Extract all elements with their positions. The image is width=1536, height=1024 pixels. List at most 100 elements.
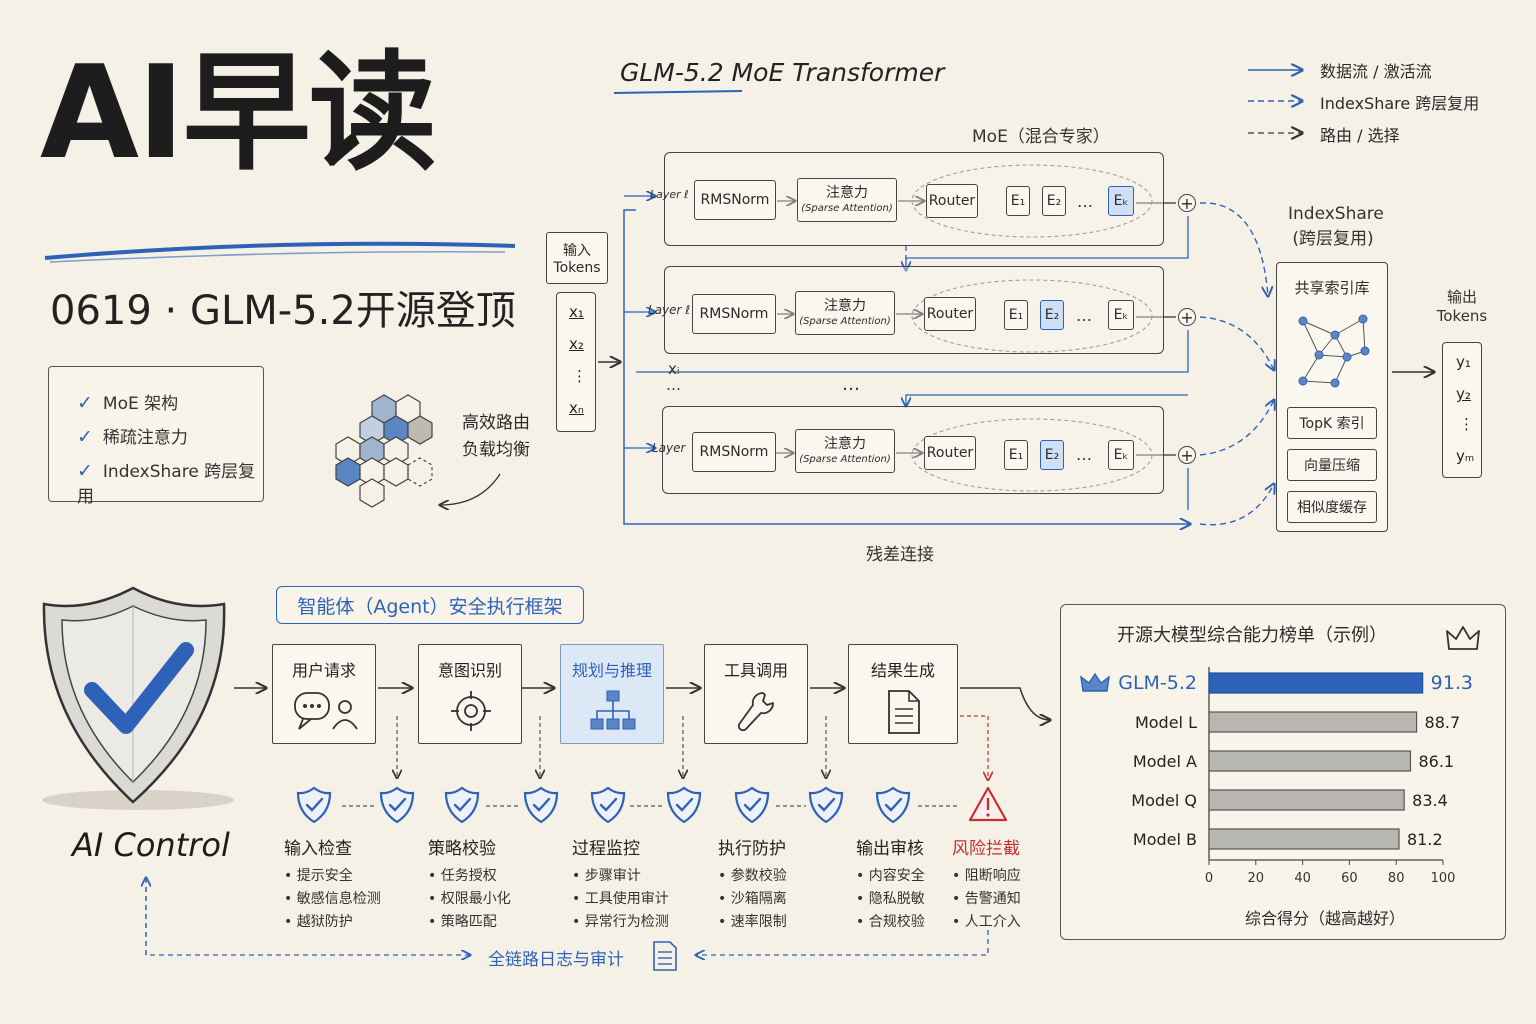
rmsnorm-box: RMSNorm (692, 432, 776, 472)
attention-box: 注意力(Sparse Attention) (795, 429, 895, 473)
chart-bar (1208, 672, 1424, 694)
legend-routing: 路由 / 选择 (1320, 126, 1400, 145)
chart-x-tick-label: 80 (1388, 871, 1405, 886)
check-title: 策略校验 (428, 839, 496, 859)
layer-tag: Layer ℓ (648, 303, 691, 317)
index-item: 相似度缓存 (1287, 491, 1377, 523)
expert-box: E₁ (1006, 186, 1030, 216)
check-icon: ✓ (77, 426, 93, 448)
add-node-icon: + (1178, 194, 1196, 213)
check-item: 提示安全 (296, 868, 353, 884)
security-check-input: 输入检查 • 提示安全 • 敏感信息检测 • 越狱防护 (284, 834, 424, 934)
flow-step-label: 工具调用 (723, 661, 788, 680)
check-item: 工具使用审计 (584, 891, 669, 907)
check-item: 步骤审计 (584, 868, 641, 884)
rmsnorm-box: RMSNorm (692, 294, 776, 334)
chart-bar (1208, 750, 1412, 772)
chat-user-icon (294, 692, 358, 730)
expert-box: E₂ (1042, 186, 1066, 216)
security-check-execution: 执行防护 • 参数校验 • 沙箱隔离 • 速率限制 (718, 834, 858, 934)
chart-bar (1208, 711, 1418, 733)
chart-category-label: Model Q (1131, 791, 1197, 810)
mid-token: xᵢ (668, 360, 680, 378)
check-title: 风险拦截 (952, 839, 1020, 859)
expert-box: E₁ (1004, 300, 1028, 330)
subtitle: 0619 · GLM-5.2开源登顶 (50, 288, 516, 334)
check-item: 敏感信息检测 (296, 891, 381, 907)
agent-framework-title: 智能体（Agent）安全执行框架 (276, 586, 584, 624)
check-item: 阻断响应 (964, 868, 1021, 884)
check-items: • 提示安全 • 敏感信息检测 • 越狱防护 (284, 868, 381, 930)
input-token-column: x₁ x₂ ⋮ xₙ (556, 292, 596, 432)
indexshare-title: IndexShare (跨层复用) (1288, 204, 1384, 249)
output-token: y₂ (1456, 385, 1471, 403)
check-title: 执行防护 (718, 839, 786, 859)
flow-step-label: 用户请求 (291, 661, 356, 680)
architecture-title: GLM-5.2 MoE Transformer (620, 58, 945, 87)
flow-step-intent: 意图识别 (418, 644, 522, 744)
security-check-risk: 风险拦截 • 阻断响应 • 告警通知 • 人工介入 (952, 834, 1052, 934)
audit-label: 全链路日志与审计 (488, 950, 624, 970)
flow-step-label: 意图识别 (437, 661, 502, 680)
moe-label: MoE（混合专家） (972, 127, 1110, 147)
expert-box: Eₖ (1108, 440, 1134, 470)
index-graph-icon (1298, 314, 1370, 388)
attention-box: 注意力(Sparse Attention) (795, 291, 895, 335)
attention-sublabel: (Sparse Attention) (799, 315, 891, 327)
flow-step-label: 规划与推理 (571, 661, 652, 680)
add-node-icon: + (1178, 446, 1196, 465)
expert-ellipsis: … (1076, 445, 1092, 464)
index-item: TopK 索引 (1287, 407, 1377, 439)
chart-x-tick-label: 60 (1341, 871, 1358, 886)
check-title: 输入检查 (284, 839, 352, 859)
check-items: • 阻断响应 • 告警通知 • 人工介入 (952, 868, 1021, 930)
hex-note-line: 负载均衡 (462, 440, 530, 460)
attention-sublabel: (Sparse Attention) (799, 453, 891, 465)
expert-ellipsis: … (1077, 192, 1093, 211)
security-check-policy: 策略校验 • 任务授权 • 权限最小化 • 策略匹配 (428, 834, 568, 934)
router-box: Router (924, 436, 976, 470)
residual-label: 残差连接 (866, 545, 934, 565)
chart-value-label: 86.1 (1418, 752, 1454, 771)
output-token-column: y₁ y₂ ⋮ yₘ (1442, 342, 1482, 478)
add-node-icon: + (1178, 308, 1196, 327)
expert-box-active: Eₖ (1108, 186, 1134, 216)
chart-bar (1208, 828, 1400, 850)
input-token: ⋮ (572, 367, 587, 385)
flow-step-result: 结果生成 (848, 644, 958, 744)
index-item: 向量压缩 (1287, 449, 1377, 481)
flow-step-tool-call: 工具调用 (704, 644, 808, 744)
check-item: 速率限制 (730, 914, 787, 930)
security-check-process: 过程监控 • 步骤审计 • 工具使用审计 • 异常行为检测 (572, 834, 712, 934)
checklist-item: ✓稀疏注意力 (77, 423, 188, 448)
checklist-label: MoE 架构 (102, 394, 179, 414)
output-tokens-label: 输出 Tokens (1436, 286, 1488, 325)
security-check-output: 输出审核 • 内容安全 • 隐私脱敏 • 合规校验 (856, 834, 996, 934)
crown-icon (1446, 626, 1480, 650)
checklist-label: IndexShare 跨层复用 (77, 462, 256, 507)
expert-box-active: E₂ (1040, 440, 1064, 470)
check-item: 越狱防护 (296, 914, 353, 930)
indexshare-title-line: IndexShare (1288, 204, 1384, 224)
flow-step-planning: 规划与推理 (560, 644, 664, 744)
check-items: • 参数校验 • 沙箱隔离 • 速率限制 (718, 868, 787, 930)
main-title: AI早读 (40, 39, 437, 188)
flow-step-label: 结果生成 (870, 661, 935, 680)
expert-box: Eₖ (1108, 300, 1134, 330)
attention-label: 注意力 (824, 298, 866, 314)
check-item: 人工介入 (964, 914, 1021, 930)
layer-tag: Layer (652, 441, 686, 455)
expert-box: E₁ (1004, 440, 1028, 470)
legend-indexshare: IndexShare 跨层复用 (1320, 94, 1480, 113)
check-items: • 步骤审计 • 工具使用审计 • 异常行为检测 (572, 868, 669, 930)
chart-value-label: 81.2 (1407, 830, 1443, 849)
hex-note-line: 高效路由 (462, 413, 530, 433)
chart-category-label: Model L (1135, 713, 1197, 732)
output-token: ⋮ (1459, 415, 1474, 433)
check-item: 内容安全 (868, 868, 925, 884)
check-item: 合规校验 (868, 914, 925, 930)
chart-x-tick-label: 100 (1431, 871, 1456, 886)
legend-dataflow: 数据流 / 激活流 (1320, 62, 1432, 81)
